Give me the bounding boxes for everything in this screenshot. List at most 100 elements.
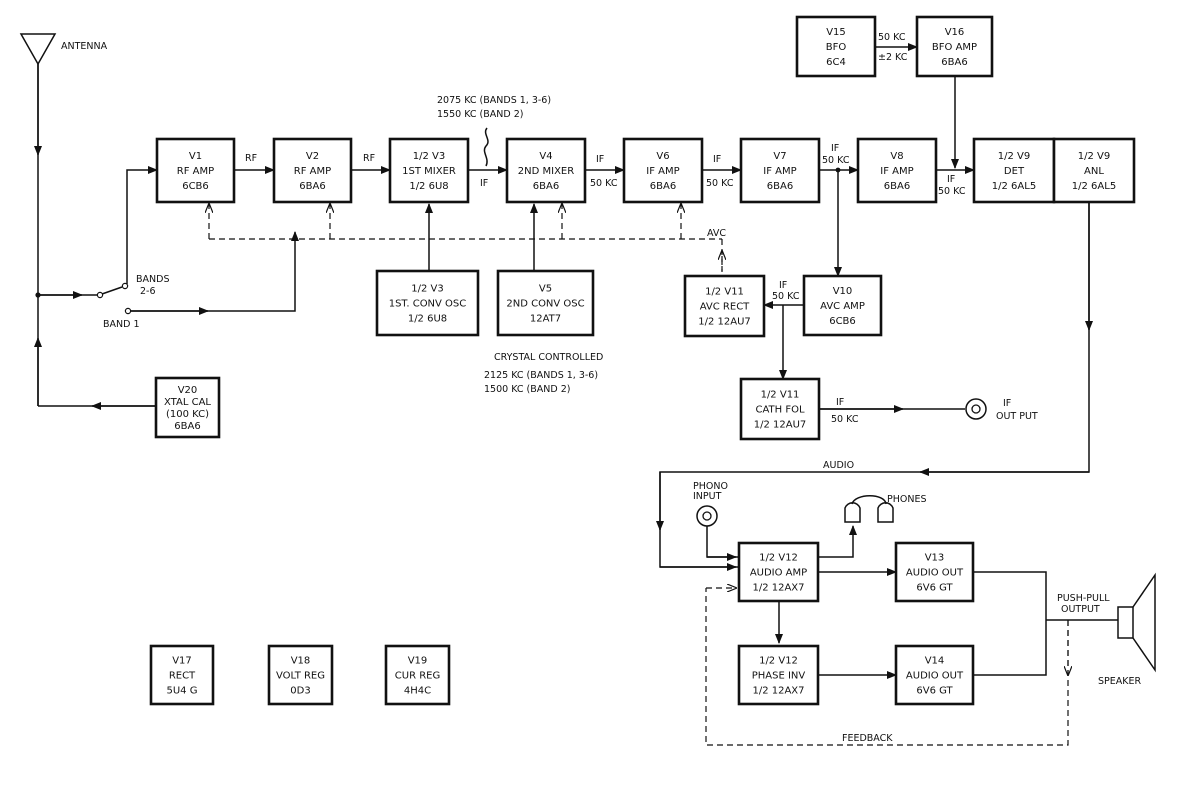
label-if-4: IF bbox=[831, 143, 839, 154]
label-if-5-kc: 50 KC bbox=[938, 186, 966, 197]
block-v9a-line-0: 1/2 V9 bbox=[998, 151, 1030, 162]
block-v5-line-1: 2ND CONV OSC bbox=[506, 299, 584, 310]
label-if-2-kc: 50 KC bbox=[590, 178, 618, 189]
block-v4-line-2: 6BA6 bbox=[533, 181, 559, 192]
block-v14-frame bbox=[894, 644, 975, 706]
block-v15-line-2: 6C4 bbox=[826, 57, 846, 68]
label-if-2: IF bbox=[596, 154, 604, 165]
label-bands: BANDS bbox=[136, 274, 169, 285]
label-phones: PHONES bbox=[887, 494, 927, 505]
label-if-3: IF bbox=[713, 154, 721, 165]
label-if-5: IF bbox=[947, 174, 955, 185]
block-v8: V8 IF AMP 6BA6 bbox=[856, 137, 938, 204]
block-v8-line-0: V8 bbox=[890, 151, 903, 162]
label-if-3-kc: 50 KC bbox=[706, 178, 734, 189]
speaker-icon bbox=[1117, 572, 1156, 673]
phono-jack-icon bbox=[696, 505, 718, 527]
block-v16-line-0: V16 bbox=[945, 27, 965, 38]
block-v11a-line-1: AVC RECT bbox=[700, 302, 750, 313]
wires bbox=[19, 33, 1156, 746]
label-bands-range: 2-6 bbox=[140, 286, 156, 297]
block-v11a-frame bbox=[683, 274, 766, 338]
block-v16-line-2: 6BA6 bbox=[941, 57, 967, 68]
label-pushpull-a: PUSH-PULL bbox=[1057, 593, 1110, 604]
label-audio: AUDIO bbox=[823, 460, 854, 471]
block-v12b-line-2: 1/2 12AX7 bbox=[752, 686, 804, 697]
block-v11b-line-1: CATH FOL bbox=[755, 405, 804, 416]
block-v19-line-1: CUR REG bbox=[395, 671, 440, 682]
block-v7-line-2: 6BA6 bbox=[767, 181, 793, 192]
block-v13-line-2: 6V6 GT bbox=[916, 583, 953, 594]
label-speaker: SPEAKER bbox=[1098, 676, 1141, 687]
block-v8-line-2: 6BA6 bbox=[884, 181, 910, 192]
block-v20-line-3: 6BA6 bbox=[174, 421, 200, 432]
label-bfo-kc: 50 KC bbox=[878, 32, 906, 43]
block-v18-line-0: V18 bbox=[291, 656, 311, 667]
label-avc-if-kc: 50 KC bbox=[772, 291, 800, 302]
phones-icon bbox=[844, 495, 894, 523]
label-freq-osc-a: 2125 KC (BANDS 1, 3-6) bbox=[484, 370, 598, 381]
block-v3osc-line-1: 1ST. CONV OSC bbox=[389, 299, 467, 310]
block-v6-line-2: 6BA6 bbox=[650, 181, 676, 192]
block-v7-line-1: IF AMP bbox=[763, 166, 796, 177]
block-v15-line-0: V15 bbox=[826, 27, 846, 38]
block-v1-frame bbox=[155, 137, 236, 204]
block-v16-frame bbox=[915, 15, 994, 78]
block-v1-line-2: 6CB6 bbox=[182, 181, 209, 192]
block-v11b-frame bbox=[739, 377, 821, 441]
block-v9b-line-1: ANL bbox=[1084, 166, 1104, 177]
block-v6-frame bbox=[622, 137, 704, 204]
block-v17-line-0: V17 bbox=[172, 656, 192, 667]
block-v11b-line-2: 1/2 12AU7 bbox=[754, 420, 807, 431]
label-freq-osc-b: 1500 KC (BAND 2) bbox=[484, 384, 570, 395]
label-rf-2: RF bbox=[363, 153, 375, 164]
block-v9b-frame bbox=[1052, 137, 1136, 204]
block-v20-line-2: (100 KC) bbox=[166, 409, 209, 420]
block-v10-line-1: AVC AMP bbox=[820, 301, 865, 312]
block-v9a-line-2: 1/2 6AL5 bbox=[992, 181, 1036, 192]
label-rf-1: RF bbox=[245, 153, 257, 164]
label-phono-b: INPUT bbox=[693, 491, 722, 502]
block-v12b-frame bbox=[737, 644, 820, 706]
block-v2-frame bbox=[272, 137, 353, 204]
block-v13-line-1: AUDIO OUT bbox=[906, 568, 964, 579]
block-v15-frame bbox=[795, 15, 877, 78]
antenna-icon bbox=[19, 33, 57, 66]
block-v15-line-1: BFO bbox=[826, 42, 847, 53]
block-v4-line-1: 2ND MIXER bbox=[518, 166, 574, 177]
block-v14-line-2: 6V6 GT bbox=[916, 686, 953, 697]
block-v18-line-1: VOLT REG bbox=[276, 671, 325, 682]
label-pushpull-b: OUTPUT bbox=[1061, 604, 1100, 615]
block-v12a-line-0: 1/2 V12 bbox=[759, 553, 798, 564]
block-v17-line-1: RECT bbox=[169, 671, 196, 682]
block-v4-frame bbox=[505, 137, 587, 204]
block-v3osc-line-2: 1/2 6U8 bbox=[408, 314, 447, 325]
label-band-1: BAND 1 bbox=[103, 319, 140, 330]
block-v3-line-1: 1ST MIXER bbox=[402, 166, 456, 177]
block-v9a-frame bbox=[972, 137, 1056, 204]
block-v13-line-0: V13 bbox=[925, 553, 945, 564]
block-v12a-frame bbox=[737, 541, 820, 603]
block-v10-line-0: V10 bbox=[833, 286, 853, 297]
label-if-4-kc: 50 KC bbox=[822, 155, 850, 166]
label-antenna: ANTENNA bbox=[61, 41, 108, 52]
block-v17-line-2: 5U4 G bbox=[167, 686, 198, 697]
block-v8-line-1: IF AMP bbox=[880, 166, 913, 177]
